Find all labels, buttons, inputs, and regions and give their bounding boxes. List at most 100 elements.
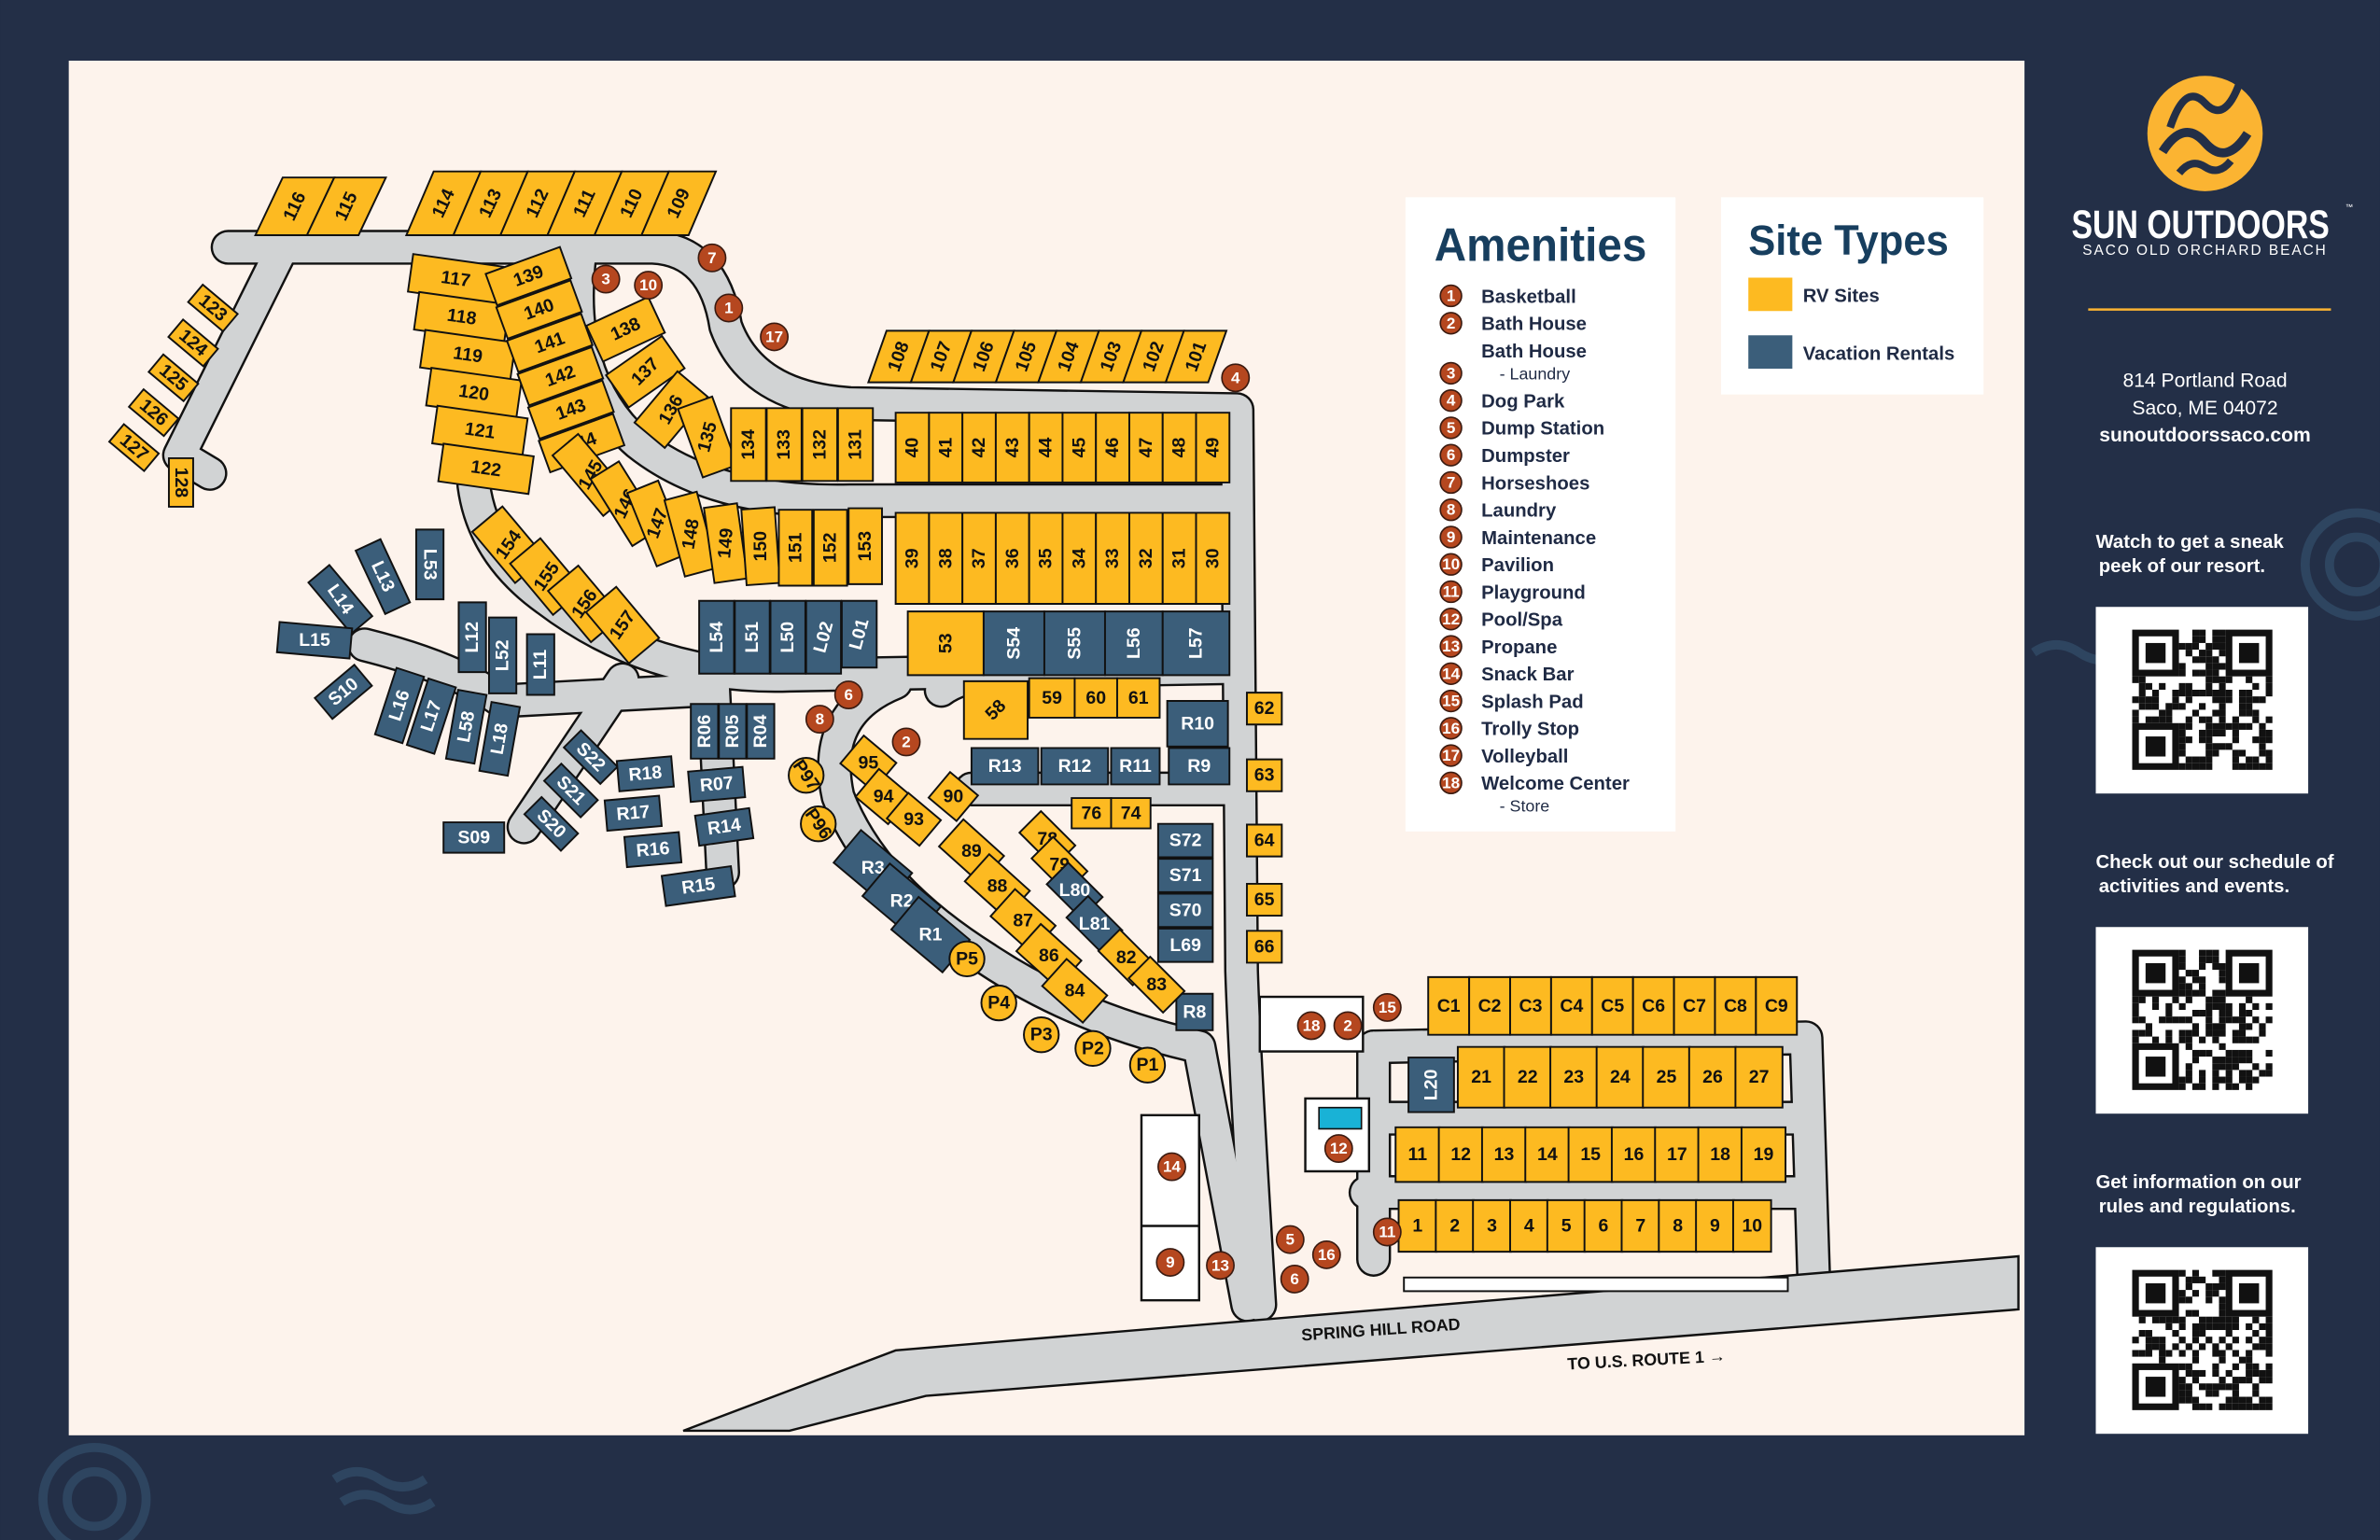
amenity-marker-13[interactable]: 13 — [1206, 1251, 1235, 1281]
amenity-marker-16[interactable]: 16 — [1311, 1239, 1341, 1269]
site-46[interactable]: 46 — [1095, 412, 1130, 483]
site-83[interactable]: 83 — [1127, 955, 1186, 1015]
site-23[interactable]: 23 — [1549, 1045, 1599, 1109]
site-c1[interactable]: C1 — [1427, 975, 1471, 1036]
amenity-marker-7[interactable]: 7 — [697, 243, 727, 273]
site-35[interactable]: 35 — [1028, 511, 1064, 605]
site-32[interactable]: 32 — [1128, 511, 1164, 605]
amenity-marker-17[interactable]: 17 — [760, 322, 790, 352]
site-10[interactable]: 10 — [1731, 1198, 1772, 1253]
site-133[interactable]: 133 — [765, 407, 803, 483]
site-21[interactable]: 21 — [1456, 1045, 1506, 1109]
site-140[interactable]: 140 — [495, 279, 583, 341]
site-l01[interactable]: L01 — [840, 599, 878, 669]
site-114[interactable]: 114 — [404, 170, 483, 236]
site-115[interactable]: 115 — [305, 176, 387, 236]
site-c5[interactable]: C5 — [1590, 975, 1634, 1036]
site-14[interactable]: 14 — [1524, 1126, 1571, 1183]
site-r04[interactable]: R04 — [746, 703, 776, 760]
website-link[interactable]: sunoutdoorssaco.com — [2099, 425, 2311, 446]
site-l56[interactable]: L56 — [1103, 610, 1164, 677]
site-31[interactable]: 31 — [1161, 511, 1197, 605]
site-131[interactable]: 131 — [836, 407, 875, 483]
site-150[interactable]: 150 — [740, 506, 781, 587]
site-r8[interactable]: R8 — [1175, 992, 1214, 1031]
site-l02[interactable]: L02 — [805, 599, 843, 675]
site-62[interactable]: 62 — [1245, 692, 1283, 726]
site-142[interactable]: 142 — [516, 345, 605, 407]
qr-code[interactable] — [2095, 607, 2309, 794]
site-151[interactable]: 151 — [777, 509, 814, 587]
site-93[interactable]: 93 — [885, 791, 943, 847]
site-37[interactable]: 37 — [961, 511, 997, 605]
site-147[interactable]: 147 — [625, 479, 690, 567]
site-47[interactable]: 47 — [1128, 412, 1164, 483]
site-33[interactable]: 33 — [1095, 511, 1130, 605]
site-1[interactable]: 1 — [1397, 1198, 1438, 1253]
site-17[interactable]: 17 — [1654, 1126, 1701, 1183]
site-r18[interactable]: R18 — [615, 755, 676, 792]
site-43[interactable]: 43 — [994, 412, 1030, 483]
site-24[interactable]: 24 — [1595, 1045, 1645, 1109]
site-p3[interactable]: P3 — [1023, 1016, 1060, 1054]
site-61[interactable]: 61 — [1115, 677, 1161, 719]
amenity-marker-18[interactable]: 18 — [1296, 1011, 1326, 1041]
site-40[interactable]: 40 — [894, 412, 931, 483]
site-48[interactable]: 48 — [1161, 412, 1197, 483]
amenity-marker-12[interactable]: 12 — [1323, 1134, 1353, 1164]
site-44[interactable]: 44 — [1028, 412, 1064, 483]
site-s70[interactable]: S70 — [1156, 892, 1214, 929]
site-5[interactable]: 5 — [1546, 1198, 1587, 1253]
amenity-marker-3[interactable]: 3 — [591, 264, 621, 294]
site-13[interactable]: 13 — [1480, 1126, 1528, 1183]
site-34[interactable]: 34 — [1061, 511, 1098, 605]
amenity-marker-2[interactable]: 2 — [1333, 1011, 1363, 1041]
amenity-marker-5[interactable]: 5 — [1275, 1225, 1305, 1254]
site-90[interactable]: 90 — [927, 770, 980, 823]
amenity-marker-10[interactable]: 10 — [634, 271, 664, 301]
site-113[interactable]: 113 — [452, 170, 529, 236]
site-149[interactable]: 149 — [703, 502, 749, 584]
site-157[interactable]: 157 — [584, 585, 661, 665]
site-l50[interactable]: L50 — [769, 599, 806, 675]
site-3[interactable]: 3 — [1472, 1198, 1512, 1253]
site-139[interactable]: 139 — [484, 245, 573, 307]
site-25[interactable]: 25 — [1642, 1045, 1691, 1109]
site-16[interactable]: 16 — [1610, 1126, 1658, 1183]
site-8[interactable]: 8 — [1658, 1198, 1698, 1253]
site-108[interactable]: 108 — [866, 329, 931, 384]
site-r07[interactable]: R07 — [687, 765, 747, 804]
amenity-marker-2[interactable]: 2 — [891, 727, 921, 757]
site-15[interactable]: 15 — [1567, 1126, 1614, 1183]
site-r11[interactable]: R11 — [1110, 747, 1161, 786]
site-63[interactable]: 63 — [1245, 758, 1283, 792]
site-122[interactable]: 122 — [437, 442, 535, 496]
site-134[interactable]: 134 — [730, 407, 767, 483]
amenity-marker-11[interactable]: 11 — [1372, 1217, 1402, 1247]
site-74[interactable]: 74 — [1110, 797, 1152, 830]
site-l20[interactable]: L20 — [1407, 1057, 1455, 1113]
site-s09[interactable]: S09 — [442, 821, 506, 854]
site-26[interactable]: 26 — [1687, 1045, 1738, 1109]
amenity-marker-6[interactable]: 6 — [833, 680, 863, 709]
site-107[interactable]: 107 — [909, 329, 973, 384]
amenity-marker-6[interactable]: 6 — [1280, 1264, 1309, 1294]
site-c6[interactable]: C6 — [1631, 975, 1675, 1036]
site-p5[interactable]: P5 — [948, 940, 986, 978]
site-r16[interactable]: R16 — [623, 831, 683, 869]
site-30[interactable]: 30 — [1195, 511, 1231, 605]
site-36[interactable]: 36 — [994, 511, 1030, 605]
site-153[interactable]: 153 — [847, 507, 883, 585]
amenity-marker-15[interactable]: 15 — [1372, 992, 1402, 1022]
site-p2[interactable]: P2 — [1074, 1029, 1112, 1067]
site-76[interactable]: 76 — [1071, 797, 1113, 830]
site-l15[interactable]: L15 — [275, 621, 354, 660]
site-c8[interactable]: C8 — [1714, 975, 1757, 1036]
qr-code[interactable] — [2095, 927, 2309, 1114]
site-64[interactable]: 64 — [1245, 823, 1283, 858]
site-s72[interactable]: S72 — [1156, 822, 1214, 859]
amenity-marker-4[interactable]: 4 — [1221, 363, 1251, 393]
site-41[interactable]: 41 — [928, 412, 964, 483]
site-141[interactable]: 141 — [505, 312, 595, 373]
site-49[interactable]: 49 — [1195, 412, 1231, 483]
